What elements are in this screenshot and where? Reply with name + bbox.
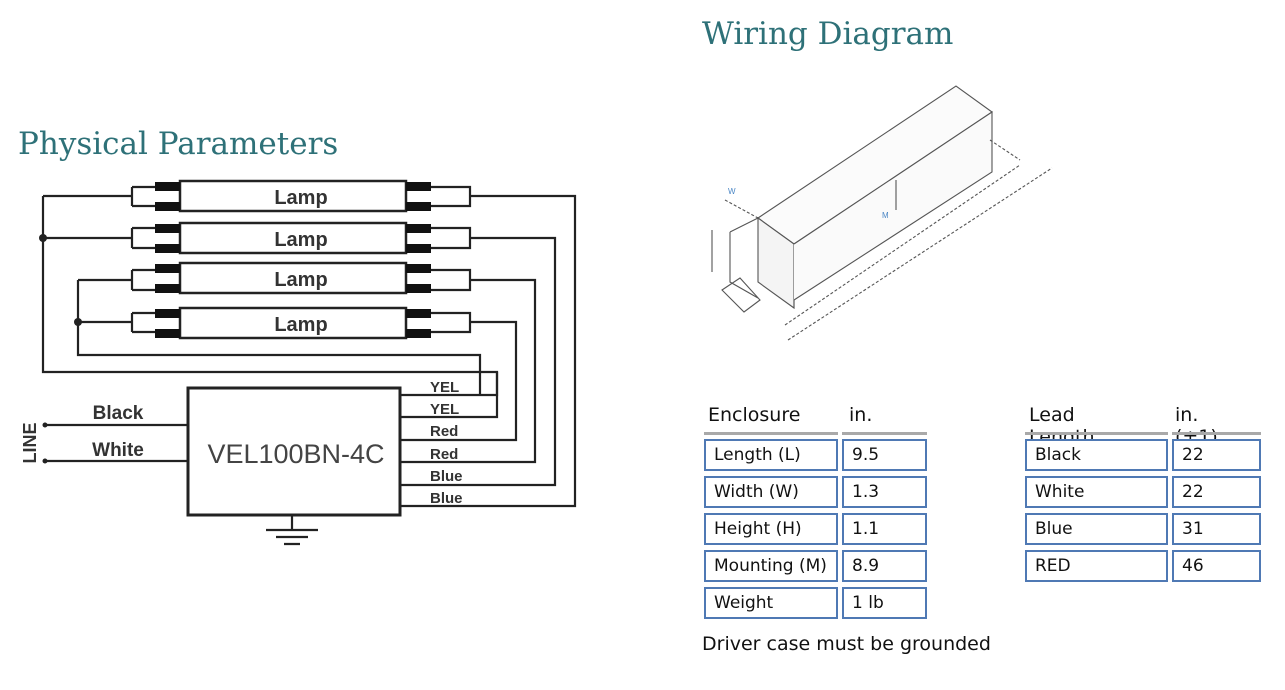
lamp-2: Lamp xyxy=(155,221,431,255)
wiring-diagram-heading: Wiring Diagram xyxy=(702,16,954,52)
enclosure-value-cell: 1.3 xyxy=(842,476,927,508)
lamp-label: Lamp xyxy=(274,229,327,251)
lead-label-cell: RED xyxy=(1025,550,1168,582)
lead-value-cell: 31 xyxy=(1172,513,1261,545)
physical-parameters-heading: Physical Parameters xyxy=(18,126,339,162)
driver-model: VEL100BN-4C xyxy=(207,439,384,469)
enclosure-drawing xyxy=(711,85,1053,341)
line-black-terminal xyxy=(42,422,48,428)
dim-label-w: W xyxy=(728,187,736,196)
output-wire-label: Blue xyxy=(430,468,463,485)
enclosure-label-cell: Weight xyxy=(704,587,838,619)
output-wire-label: Blue xyxy=(430,490,463,507)
lead-value-cell: 46 xyxy=(1172,550,1261,582)
junction-dot xyxy=(74,318,82,326)
lead-label-cell: Blue xyxy=(1025,513,1168,545)
enclosure-value-cell: 1.1 xyxy=(842,513,927,545)
output-wire-label: YEL xyxy=(430,379,459,396)
enclosure-value-cell: 1 lb xyxy=(842,587,927,619)
grounding-note: Driver case must be grounded xyxy=(702,633,991,655)
line-label: LINE xyxy=(20,422,40,463)
input-wire-label: Black xyxy=(93,403,144,424)
schematic-wires xyxy=(41,185,577,546)
lamp-label: Lamp xyxy=(274,269,327,291)
header-rule xyxy=(1025,432,1168,435)
lead-value-cell: 22 xyxy=(1172,439,1261,471)
lamp-4: Lamp xyxy=(155,306,431,340)
dim-label-m: M xyxy=(882,211,889,220)
enclosure-label-cell: Length (L) xyxy=(704,439,838,471)
header-rule xyxy=(1172,432,1261,435)
lead-value-cell: 22 xyxy=(1172,476,1261,508)
enclosure-label-cell: Height (H) xyxy=(704,513,838,545)
enclosure-value-cell: 9.5 xyxy=(842,439,927,471)
enclosure-label-cell: Mounting (M) xyxy=(704,550,838,582)
header-rule xyxy=(704,432,838,435)
lead-label-cell: Black xyxy=(1025,439,1168,471)
enclosure-header: Enclosure xyxy=(708,404,801,426)
enclosure-value-cell: 8.9 xyxy=(842,550,927,582)
header-rule xyxy=(842,432,927,435)
lead-label-cell: White xyxy=(1025,476,1168,508)
output-wire-label: Red xyxy=(430,423,458,440)
lamp-1: Lamp xyxy=(155,179,431,213)
driver-box xyxy=(186,386,402,517)
lamp-label: Lamp xyxy=(274,314,327,336)
line-white-terminal xyxy=(42,458,48,464)
units-header: in. xyxy=(849,404,873,426)
lamp-3: Lamp xyxy=(155,261,431,295)
output-wire-label: Red xyxy=(430,446,458,463)
junction-dot xyxy=(39,234,47,242)
input-wire-label: White xyxy=(92,440,144,461)
output-wire-label: YEL xyxy=(430,401,459,418)
lamp-label: Lamp xyxy=(274,187,327,209)
enclosure-label-cell: Width (W) xyxy=(704,476,838,508)
